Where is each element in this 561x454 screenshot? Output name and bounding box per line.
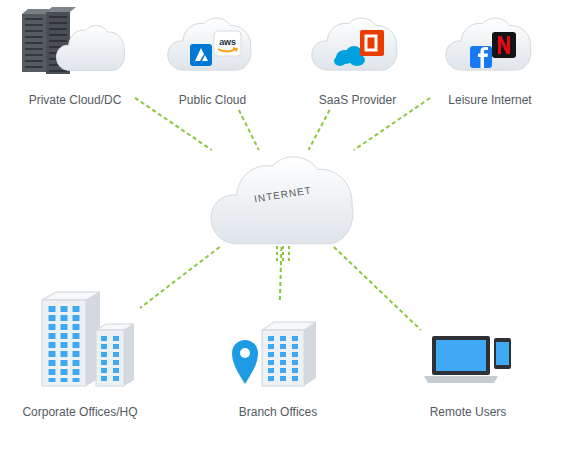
aws-smile: [218, 49, 236, 52]
dashed-connector: [309, 110, 330, 150]
building-side: [304, 322, 316, 386]
dashed-connector: [140, 247, 220, 308]
remote-users-node: Remote Users: [408, 330, 528, 420]
cloud-icon: [56, 26, 124, 71]
window-column: [49, 306, 56, 382]
dashed-connector: [280, 247, 282, 300]
corporate-office-node: Corporate Offices/HQ: [20, 288, 140, 420]
window-column: [292, 336, 298, 382]
dashed-connector: [334, 247, 421, 330]
phone-screen: [496, 342, 509, 365]
azure-logo: [190, 44, 212, 66]
node-label: Public Cloud: [160, 93, 265, 107]
office-buildings: [42, 292, 134, 386]
node-label: Branch Offices: [218, 405, 338, 419]
server-rack: [22, 14, 46, 72]
office-logo: [360, 30, 384, 56]
public-cloud-node: Public Cloud: [160, 4, 265, 110]
building-front: [42, 300, 86, 386]
window-column: [268, 336, 274, 382]
leisure-internet-node: Leisure Internet: [430, 4, 550, 110]
azure-mark: [195, 48, 208, 61]
saas-provider-node: SaaS Provider: [300, 4, 415, 110]
location-pin: [232, 340, 258, 384]
cloud-shape: [211, 157, 353, 244]
logo-text: aws: [219, 37, 235, 47]
netflix-logo: [492, 32, 516, 58]
cloud-icon: [446, 18, 531, 70]
building-side: [124, 324, 134, 386]
azure-tile: [190, 44, 212, 66]
node-label: Private Cloud/DC: [15, 93, 135, 107]
internet-cloud: INTERNET: [208, 150, 358, 247]
office-mark: [366, 36, 376, 50]
pin-hole: [240, 348, 250, 358]
window-column: [113, 336, 119, 382]
laptop-and-phone: [424, 336, 511, 383]
dashed-connector: [239, 110, 259, 150]
netflix-tile: [492, 32, 516, 58]
branch-building: [262, 322, 316, 386]
window-column: [61, 306, 68, 382]
facebook-logo: [470, 46, 492, 68]
logo-shape: [334, 56, 346, 66]
private-cloud-node: Private Cloud/DC: [15, 4, 135, 110]
stand-line: [276, 246, 278, 264]
rack-slots: [25, 18, 43, 70]
node-label: Leisure Internet: [430, 93, 550, 107]
netflix-mark: [498, 36, 510, 54]
phone-frame: [494, 338, 511, 369]
window-column: [280, 336, 286, 382]
pin-shape: [232, 340, 258, 384]
aws-tile: [214, 31, 241, 56]
aws-arrow: [233, 48, 237, 52]
node-label: Corporate Offices/HQ: [20, 405, 140, 419]
laptop-screen-frame: [432, 336, 490, 375]
cloud-icon: [168, 18, 251, 70]
cloud-icon: [312, 18, 397, 70]
node-label: Remote Users: [408, 405, 528, 419]
cloud-stand: [277, 246, 289, 264]
aws-logo: [214, 31, 241, 56]
laptop-base: [424, 376, 498, 383]
facebook-tile: [470, 46, 492, 68]
branch-office-node: Branch Offices: [218, 300, 338, 420]
rack-top: [46, 7, 76, 12]
building-front: [262, 330, 304, 386]
stand-line: [288, 246, 290, 264]
building-front: [96, 330, 124, 386]
window-column: [101, 336, 107, 382]
window-column: [73, 306, 80, 382]
facebook-mark: [478, 47, 488, 68]
node-label: SaaS Provider: [300, 93, 415, 107]
office-tile: [360, 30, 384, 56]
laptop-screen: [436, 340, 486, 371]
